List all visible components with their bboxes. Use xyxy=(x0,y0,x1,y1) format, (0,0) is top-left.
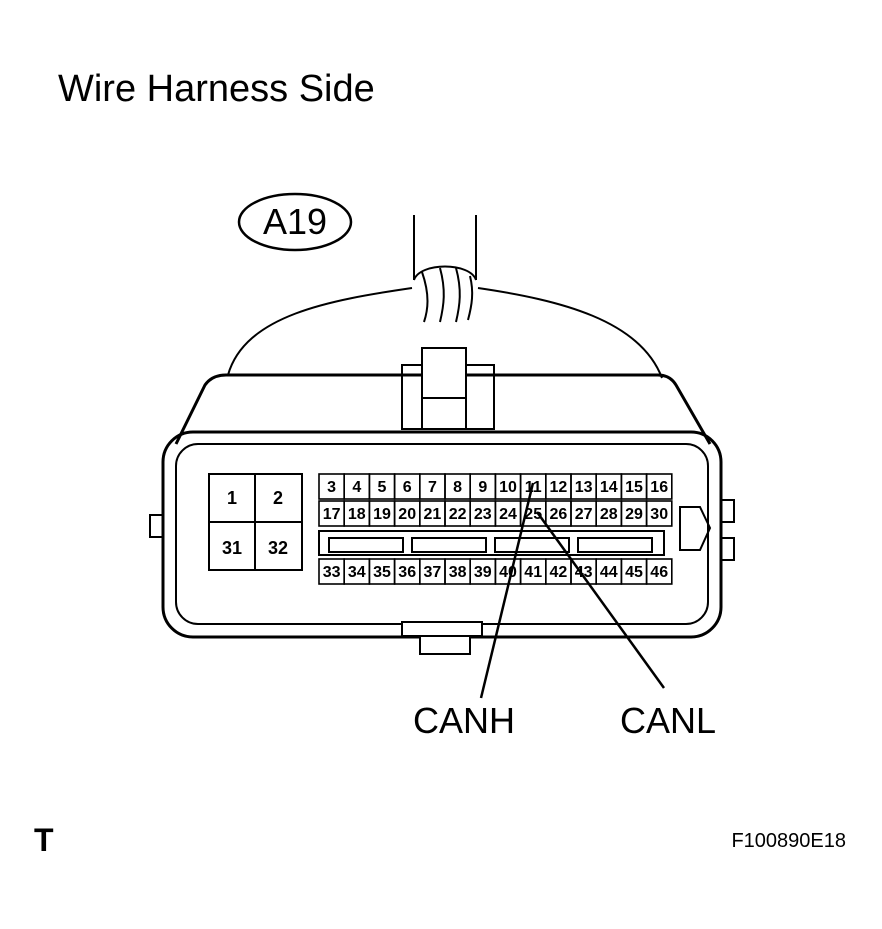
large-pin-block xyxy=(208,473,303,571)
pin-label: 10 xyxy=(499,479,517,496)
pin-cell xyxy=(645,500,673,527)
pin-label: 43 xyxy=(575,564,593,581)
pin-label: 12 xyxy=(550,479,568,496)
pin-label: 27 xyxy=(575,506,593,523)
pin-label: 45 xyxy=(625,564,643,581)
canh-leader-line xyxy=(479,482,535,699)
pin-label: 11 xyxy=(525,479,542,496)
connector-id-label: A19 xyxy=(263,201,327,242)
pin-label: 22 xyxy=(449,506,467,523)
pin-label: 34 xyxy=(348,564,366,581)
pin-label: 37 xyxy=(424,564,442,581)
pin-cell xyxy=(645,473,673,500)
pin-label: 1 xyxy=(227,488,237,508)
pin-label: 29 xyxy=(625,506,643,523)
pin-label: 23 xyxy=(474,506,492,523)
pin-label: 42 xyxy=(550,564,568,581)
pin-label: 36 xyxy=(398,564,416,581)
pin-label: 33 xyxy=(323,564,341,581)
pin-label: 5 xyxy=(378,479,387,496)
pin-label: 44 xyxy=(600,564,618,581)
separator-slots xyxy=(318,530,665,556)
canh-label: CANH xyxy=(413,700,515,741)
pin-label: 3 xyxy=(327,479,336,496)
pin-label: 15 xyxy=(625,479,643,496)
signal-leaders xyxy=(479,482,666,699)
diagram-title: Wire Harness Side xyxy=(58,68,375,110)
pin-label: 14 xyxy=(600,479,618,496)
pin-label: 9 xyxy=(478,479,487,496)
pin-label: 19 xyxy=(373,506,391,523)
pin-label: 30 xyxy=(650,506,668,523)
pin-label: 21 xyxy=(424,506,442,523)
canl-label: CANL xyxy=(620,700,716,741)
pin-label: 40 xyxy=(499,564,517,581)
wire-bundle xyxy=(227,215,663,379)
pin-label: 4 xyxy=(352,479,361,496)
pin-label: 2 xyxy=(273,488,283,508)
pin-label: 17 xyxy=(323,506,341,523)
pin-label: 26 xyxy=(550,506,568,523)
pin-label: 38 xyxy=(449,564,467,581)
pin-label: 13 xyxy=(575,479,593,496)
pin-label: 41 xyxy=(524,564,542,581)
pin-label: 35 xyxy=(373,564,391,581)
corner-mark: T xyxy=(34,822,54,858)
pin-label: 25 xyxy=(524,506,542,523)
pin-label: 46 xyxy=(650,564,668,581)
connector-id-badge xyxy=(237,192,353,252)
figure-id: F100890E18 xyxy=(731,830,846,852)
pin-label: 28 xyxy=(600,506,618,523)
pin-cell xyxy=(645,558,673,585)
pin-label: 18 xyxy=(348,506,366,523)
pin-label: 24 xyxy=(499,506,517,523)
pin-label: 6 xyxy=(403,479,412,496)
pin-label: 39 xyxy=(474,564,492,581)
pin-label: 8 xyxy=(453,479,462,496)
canl-leader-line xyxy=(535,511,666,689)
pin-label: 20 xyxy=(398,506,416,523)
pin-label: 7 xyxy=(428,479,437,496)
pin-label: 16 xyxy=(650,479,668,496)
pin-label: 31 xyxy=(222,538,242,558)
pin-label: 32 xyxy=(268,538,288,558)
connector-housing xyxy=(149,347,735,655)
